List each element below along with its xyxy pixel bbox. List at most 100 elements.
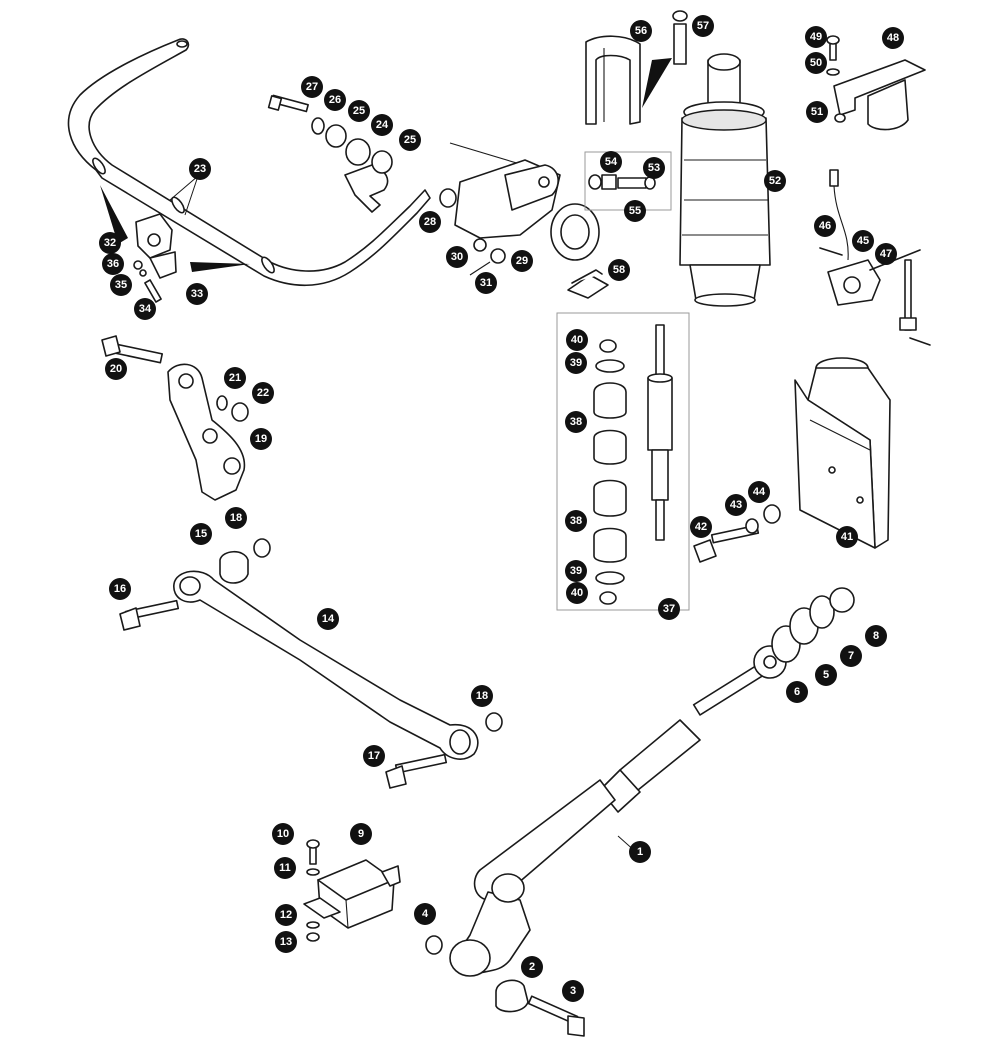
svg-text:18: 18 [230,512,242,524]
callout-34: 34 [134,298,156,320]
svg-text:38: 38 [570,515,582,527]
height-sensor [819,169,931,346]
air-spring [679,53,771,307]
callout-18-lower: 18 [471,685,493,707]
stabilizer-clamp [133,213,177,303]
callout-5: 5 [815,664,837,686]
callout-26: 26 [324,89,346,111]
torque-rod-bracket [101,335,249,501]
callout-39-upper: 39 [565,352,587,374]
svg-text:26: 26 [329,94,341,106]
callout-15: 15 [190,523,212,545]
shock-absorber-kit [556,312,690,611]
callout-42: 42 [690,516,712,538]
callout-28: 28 [419,211,441,233]
svg-text:55: 55 [629,205,641,217]
svg-text:10: 10 [277,828,289,840]
svg-text:28: 28 [424,216,436,228]
svg-text:29: 29 [516,255,528,267]
callout-3: 3 [562,980,584,1002]
level-valve-clip [567,269,609,299]
svg-text:11: 11 [279,862,291,874]
svg-text:56: 56 [635,25,647,37]
rubber-mount [303,839,401,942]
callout-33: 33 [186,283,208,305]
svg-text:7: 7 [848,650,854,662]
callout-52: 52 [764,170,786,192]
callout-38-lower: 38 [565,510,587,532]
stabilizer-mount-bracket [439,142,600,276]
callout-57: 57 [692,15,714,37]
callout-19: 19 [250,428,272,450]
air-spring-bracket [794,357,891,549]
svg-text:51: 51 [811,106,823,118]
callout-14: 14 [317,608,339,630]
callout-9: 9 [350,823,372,845]
svg-text:4: 4 [422,908,429,920]
height-sensor-bracket [826,35,926,131]
callout-48: 48 [882,27,904,49]
svg-text:6: 6 [794,686,800,698]
bump-stop-cover [585,10,688,125]
callout-39-lower: 39 [565,560,587,582]
svg-text:25: 25 [404,134,416,146]
svg-text:34: 34 [139,303,152,315]
callout-56: 56 [630,20,652,42]
callout-46: 46 [814,215,836,237]
svg-text:46: 46 [819,220,831,232]
callout-35: 35 [110,274,132,296]
callout-45: 45 [852,230,874,252]
callout-41: 41 [836,526,858,548]
upper-torque-rod [119,538,503,789]
svg-text:18: 18 [476,690,488,702]
svg-text:43: 43 [730,499,742,511]
callout-6: 6 [786,681,808,703]
svg-text:32: 32 [104,237,116,249]
svg-text:5: 5 [823,669,829,681]
callout-40-upper: 40 [566,329,588,351]
callout-1: 1 [617,835,651,863]
svg-text:39: 39 [570,357,582,369]
callout-58: 58 [608,259,630,281]
svg-text:9: 9 [358,828,364,840]
callout-36: 36 [102,253,124,275]
callout-25-upper: 25 [348,100,370,122]
svg-text:25: 25 [353,105,365,117]
svg-text:42: 42 [695,521,707,533]
svg-text:40: 40 [571,334,583,346]
svg-text:30: 30 [451,251,463,263]
svg-text:15: 15 [195,528,207,540]
svg-text:49: 49 [810,31,822,43]
callout-11: 11 [274,857,296,879]
callout-7: 7 [840,645,862,667]
callout-32: 32 [99,232,121,254]
callout-4: 4 [414,903,436,925]
svg-text:39: 39 [570,565,582,577]
callout-37: 37 [658,598,680,620]
svg-text:1: 1 [637,846,643,858]
svg-text:24: 24 [376,119,389,131]
callout-53: 53 [643,157,665,179]
svg-text:21: 21 [229,372,241,384]
callout-24: 24 [371,114,393,136]
svg-text:14: 14 [322,613,335,625]
callout-51: 51 [806,101,828,123]
stabilizer-bar [67,38,431,287]
callout-12: 12 [275,904,297,926]
svg-text:37: 37 [663,603,675,615]
callout-43: 43 [725,494,747,516]
svg-text:48: 48 [887,32,899,44]
callout-2: 2 [521,956,543,978]
end-link-parts [267,94,393,213]
svg-text:38: 38 [570,416,582,428]
callout-44: 44 [748,481,770,503]
callout-16: 16 [109,578,131,600]
svg-text:50: 50 [810,57,822,69]
svg-text:35: 35 [115,279,127,291]
svg-text:44: 44 [753,486,766,498]
svg-text:22: 22 [257,387,269,399]
svg-text:19: 19 [255,433,267,445]
callout-10: 10 [272,823,294,845]
svg-text:45: 45 [857,235,869,247]
